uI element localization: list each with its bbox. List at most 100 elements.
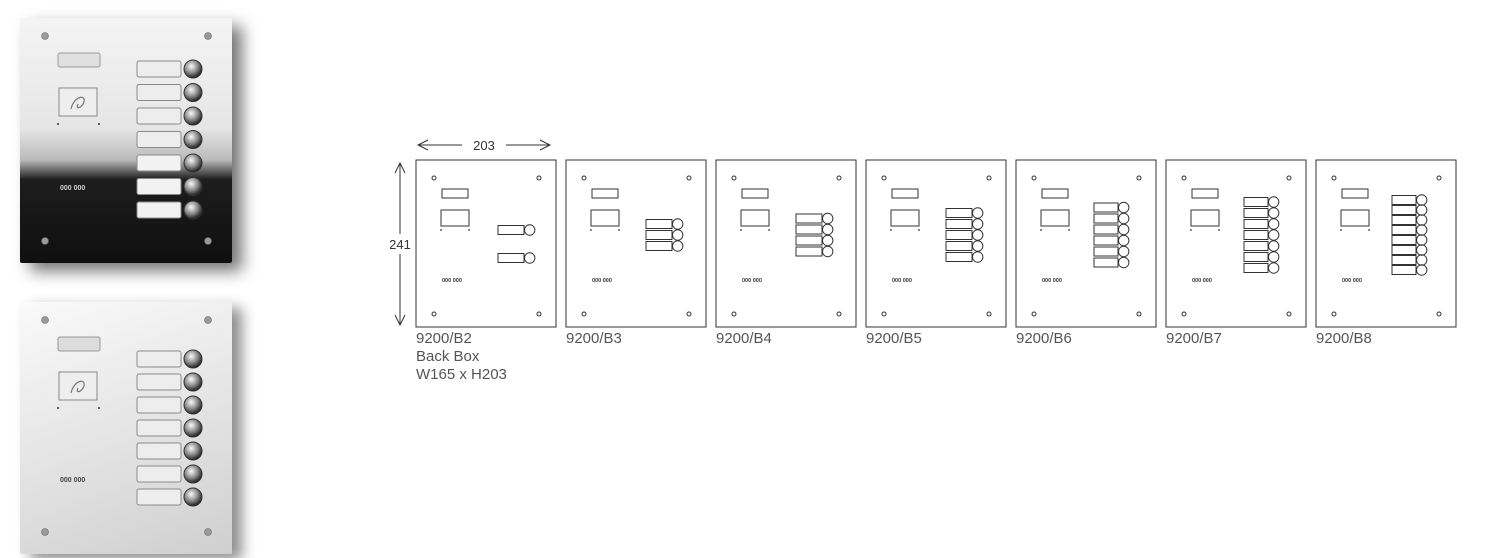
number-label: 000 000 bbox=[442, 278, 462, 284]
screw-hole-icon bbox=[1181, 175, 1187, 181]
reader-window bbox=[1040, 209, 1070, 227]
width-dimension: 203 bbox=[416, 136, 552, 154]
screw-hole-icon bbox=[581, 311, 587, 317]
screw-hole-icon bbox=[1331, 311, 1337, 317]
button-label-slot bbox=[136, 84, 182, 101]
panel-model-label: 9200/B4 bbox=[716, 330, 772, 348]
call-button-icon bbox=[1268, 207, 1280, 219]
height-dimension: 241 bbox=[390, 161, 416, 327]
panel-outline bbox=[1165, 159, 1307, 328]
call-button-icon bbox=[183, 153, 203, 173]
indicator-dot-icon bbox=[1040, 229, 1042, 231]
indicator-dot-icon bbox=[1068, 229, 1070, 231]
panel-photo-details: 000 000 bbox=[41, 316, 212, 536]
call-button-icon bbox=[1118, 245, 1130, 258]
indicator-dot-icon bbox=[918, 229, 920, 231]
call-button-icon bbox=[972, 240, 984, 252]
indicator-dot-icon bbox=[890, 229, 892, 231]
indicator-dot-icon bbox=[98, 123, 100, 125]
button-label-slot bbox=[136, 373, 182, 391]
panel-outline bbox=[565, 159, 707, 328]
name-plate bbox=[1191, 188, 1219, 199]
name-plate bbox=[591, 188, 619, 199]
call-button-icon bbox=[1118, 234, 1130, 247]
product-photo-steel-panel: 000 000 bbox=[20, 302, 232, 554]
button-label-slot bbox=[136, 350, 182, 368]
panel-8: 000 000 bbox=[1315, 159, 1457, 328]
name-plate bbox=[57, 336, 101, 352]
name-plate bbox=[1341, 188, 1369, 199]
screw-hole-icon bbox=[1436, 311, 1442, 317]
screw-hole-icon bbox=[836, 311, 842, 317]
call-button-icon bbox=[183, 59, 203, 79]
call-button-icon bbox=[183, 464, 203, 484]
call-button-icon bbox=[972, 207, 984, 219]
reader-window bbox=[1340, 209, 1370, 227]
panel-note: W165 x H203 bbox=[416, 366, 507, 383]
indicator-dot-icon bbox=[768, 229, 770, 231]
panel-outline bbox=[715, 159, 857, 328]
button-label-slot bbox=[136, 154, 182, 172]
number-label: 000 000 bbox=[60, 477, 85, 484]
reader-window bbox=[1190, 209, 1220, 227]
number-label: 000 000 bbox=[1342, 278, 1362, 284]
screw-hole-icon bbox=[731, 175, 737, 181]
panel-photo-details: 000 000 bbox=[41, 32, 212, 245]
call-button-icon bbox=[1268, 229, 1280, 241]
call-button-icon bbox=[183, 177, 203, 196]
screw-hole-icon bbox=[431, 175, 437, 181]
button-label-slot bbox=[136, 419, 182, 437]
screw-icon bbox=[41, 237, 49, 245]
screw-hole-icon bbox=[986, 311, 992, 317]
reader-logo-icon bbox=[70, 96, 85, 110]
panel-3: 000 000 bbox=[565, 159, 707, 328]
screw-icon bbox=[41, 316, 49, 324]
indicator-dot-icon bbox=[57, 123, 59, 125]
screw-hole-icon bbox=[986, 175, 992, 181]
panel-outline bbox=[865, 159, 1007, 328]
panel-note: Back Box bbox=[416, 348, 480, 365]
indicator-dot-icon bbox=[740, 229, 742, 231]
screw-icon bbox=[41, 32, 49, 40]
indicator-dot-icon bbox=[440, 229, 442, 231]
number-label: 000 000 bbox=[1042, 278, 1062, 284]
model-code: 9200/B7 bbox=[1166, 330, 1222, 347]
call-button-icon bbox=[183, 418, 203, 438]
reader-window bbox=[590, 209, 620, 227]
number-label: 000 000 bbox=[60, 185, 85, 192]
width-dimension-label: 203 bbox=[473, 138, 495, 153]
screw-hole-icon bbox=[1181, 311, 1187, 317]
indicator-dot-icon bbox=[57, 407, 59, 409]
call-button-icon bbox=[972, 218, 984, 230]
model-code: 9200/B2 bbox=[416, 330, 472, 347]
screw-hole-icon bbox=[431, 311, 437, 317]
panel-model-label: 9200/B6 bbox=[1016, 330, 1072, 348]
model-code: 9200/B8 bbox=[1316, 330, 1372, 347]
indicator-dot-icon bbox=[590, 229, 592, 231]
screw-hole-icon bbox=[581, 175, 587, 181]
screw-hole-icon bbox=[1286, 175, 1292, 181]
model-code: 9200/B3 bbox=[566, 330, 622, 347]
panel-2: 000 000 bbox=[415, 159, 557, 328]
height-dimension-label: 241 bbox=[390, 237, 411, 252]
screw-hole-icon bbox=[686, 311, 692, 317]
name-plate bbox=[741, 188, 769, 199]
call-button-icon bbox=[183, 349, 203, 369]
screw-hole-icon bbox=[1136, 311, 1142, 317]
screw-hole-icon bbox=[1436, 175, 1442, 181]
panel-5: 000 000 bbox=[865, 159, 1007, 328]
call-button-icon bbox=[183, 441, 203, 461]
screw-hole-icon bbox=[881, 311, 887, 317]
reader-window bbox=[440, 209, 470, 227]
name-plate bbox=[441, 188, 469, 199]
button-label-slot bbox=[136, 442, 182, 460]
call-button-icon bbox=[1268, 251, 1280, 263]
number-label: 000 000 bbox=[1192, 278, 1212, 284]
number-label: 000 000 bbox=[742, 278, 762, 284]
call-button-icon bbox=[822, 234, 834, 247]
reader-window bbox=[890, 209, 920, 227]
panel-outline bbox=[1015, 159, 1157, 328]
panel-model-label: 9200/B5 bbox=[866, 330, 922, 348]
call-button-icon bbox=[1268, 196, 1280, 208]
indicator-dot-icon bbox=[468, 229, 470, 231]
